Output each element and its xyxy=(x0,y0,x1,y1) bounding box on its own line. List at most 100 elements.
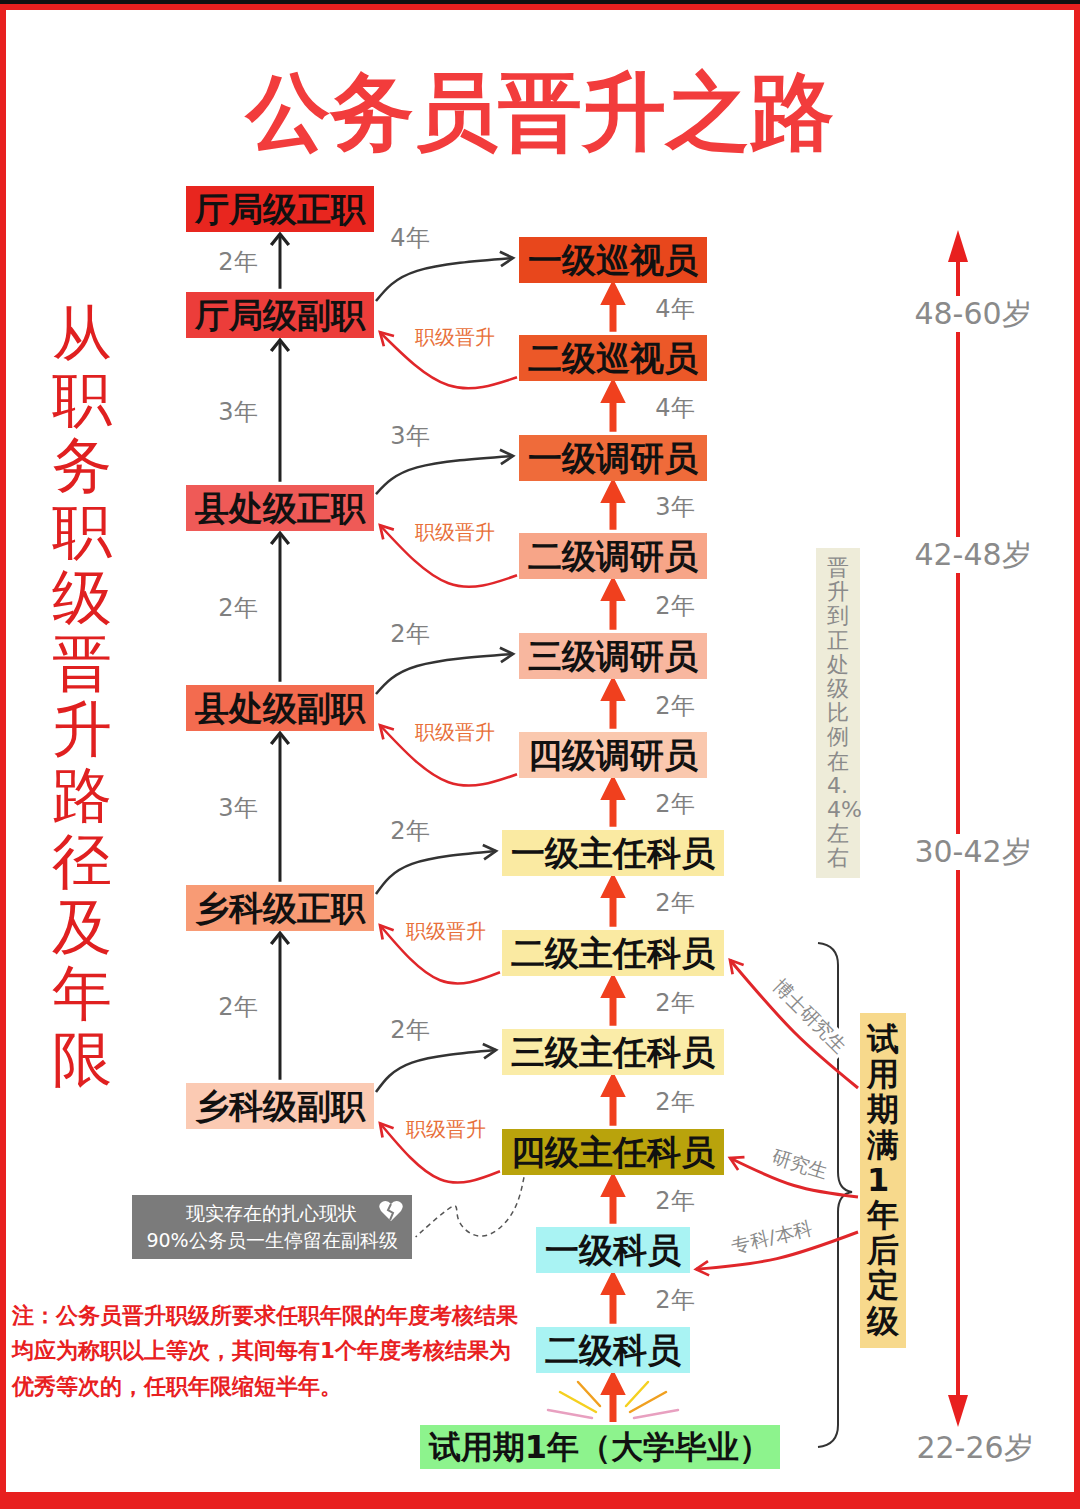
connector-gray xyxy=(376,1050,496,1092)
callout-box: 现实存在的扎心现状90%公务员一生停留在副科级 xyxy=(132,1195,411,1258)
rank-box: 四级主任科员 xyxy=(502,1129,724,1176)
years-label: 2年 xyxy=(655,1187,694,1216)
rank-box: 二级科员 xyxy=(536,1327,690,1374)
box-text: 二级巡视员 xyxy=(528,337,698,380)
promotion-label: 职级晋升 xyxy=(413,325,497,349)
connector-vr xyxy=(610,683,617,729)
years-label: 4年 xyxy=(390,224,429,253)
promotion-label: 职级晋升 xyxy=(404,919,488,943)
years-label: 2年 xyxy=(655,1088,694,1117)
years-label: 2年 xyxy=(655,1286,694,1315)
rank-box: 一级巡视员 xyxy=(519,237,707,284)
connector-vr xyxy=(610,485,617,530)
box-text: 一级科员 xyxy=(545,1229,681,1272)
box-text: 厅局级副职 xyxy=(195,294,365,337)
years-label: 2年 xyxy=(218,594,257,623)
connector-vl xyxy=(279,735,282,882)
box-text: 县处级副职 xyxy=(195,687,365,730)
axis-head xyxy=(948,1395,968,1427)
box-text: 一级调研员 xyxy=(528,437,698,480)
axis-head xyxy=(948,230,968,262)
rank-box: 三级调研员 xyxy=(519,633,707,680)
box-text: 现实存在的扎心现状 xyxy=(146,1200,397,1227)
post-box: 乡科级正职 xyxy=(186,885,374,932)
promotion-label: 职级晋升 xyxy=(413,520,497,544)
promotion-label: 职级晋升 xyxy=(404,1117,488,1141)
years-label: 2年 xyxy=(655,988,694,1017)
post-box: 乡科级副职 xyxy=(186,1083,374,1130)
connector-vl xyxy=(279,236,282,289)
connector-vr xyxy=(610,1079,617,1126)
years-label: 2年 xyxy=(655,592,694,621)
rank-box: 一级科员 xyxy=(536,1227,690,1274)
years-label: 4年 xyxy=(655,295,694,324)
box-text: 乡科级正职 xyxy=(195,887,365,930)
box-text: 试用期1年（大学毕业） xyxy=(429,1427,771,1467)
years-label: 2年 xyxy=(655,691,694,720)
sparkle-ray xyxy=(634,1410,678,1418)
box-text: 县处级正职 xyxy=(195,487,365,530)
years-label: 2年 xyxy=(218,993,257,1022)
connector-vl xyxy=(279,342,282,482)
connector-gray xyxy=(376,851,496,894)
box-text: 三级调研员 xyxy=(528,635,698,678)
broken-heart-icon xyxy=(378,1199,404,1223)
connector-vr xyxy=(610,1377,617,1422)
connector-vr xyxy=(610,583,617,630)
title: 公务员晋升之路 xyxy=(0,70,1080,154)
years-label: 2年 xyxy=(390,1016,429,1045)
connector-gray xyxy=(376,258,513,301)
years-label: 4年 xyxy=(655,394,694,423)
post-box: 县处级正职 xyxy=(186,485,374,532)
bottom-bar xyxy=(0,1492,1080,1509)
connector-bracket xyxy=(730,960,858,1088)
footnote: 注：公务员晋升职级所要求任职年限的年度考核结果均应为称职以上等次，其间每有1个年… xyxy=(12,1298,527,1404)
box-text: 90%公务员一生停留在副科级 xyxy=(146,1227,397,1254)
box-text: 试用期满1年后定级 xyxy=(867,1022,899,1339)
rank-box: 二级调研员 xyxy=(519,533,707,580)
age-axis xyxy=(956,252,960,1405)
sparkle-ray xyxy=(578,1382,600,1406)
box-text: 一级巡视员 xyxy=(528,239,698,282)
box-text: 三级主任科员 xyxy=(511,1031,715,1074)
connector-gray xyxy=(376,456,513,494)
age-range: 48-60岁 xyxy=(910,296,1035,332)
post-box: 厅局级副职 xyxy=(186,292,374,339)
years-label: 2年 xyxy=(655,790,694,819)
connector-dash xyxy=(416,1177,524,1237)
heart-crack xyxy=(388,1204,393,1220)
box-text: 二级主任科员 xyxy=(511,932,715,975)
connector-vr xyxy=(610,1179,617,1224)
connector-vr xyxy=(610,1277,617,1324)
age-range: 42-48岁 xyxy=(910,537,1035,573)
box-text: 乡科级副职 xyxy=(195,1085,365,1128)
start-box: 试用期1年（大学毕业） xyxy=(420,1425,780,1469)
years-label: 2年 xyxy=(655,889,694,918)
page-frame xyxy=(3,7,1077,1497)
sparkle-ray xyxy=(626,1382,648,1406)
connector-vr xyxy=(610,980,617,1026)
box-text: 四级主任科员 xyxy=(511,1131,715,1174)
rank-box: 一级调研员 xyxy=(519,435,707,482)
connector-vl xyxy=(279,535,282,682)
connector-vl xyxy=(279,935,282,1080)
connector-vr xyxy=(610,287,617,332)
rank-box: 二级主任科员 xyxy=(502,930,724,977)
age-range: 30-42岁 xyxy=(910,834,1035,870)
promotion-label: 职级晋升 xyxy=(413,720,497,744)
connector-gray xyxy=(376,654,513,694)
rank-box: 三级主任科员 xyxy=(502,1029,724,1076)
years-label: 3年 xyxy=(218,794,257,823)
post-box: 县处级副职 xyxy=(186,685,374,732)
years-label: 2年 xyxy=(390,817,429,846)
box-text: 四级调研员 xyxy=(528,734,698,777)
rank-box: 二级巡视员 xyxy=(519,335,707,382)
ratio-note: 晋升到正处级比例在4.4%左右 xyxy=(816,548,860,878)
years-label: 2年 xyxy=(218,248,257,277)
box-text: 一级主任科员 xyxy=(511,832,715,875)
years-label: 2年 xyxy=(390,620,429,649)
probation-box: 试用期满1年后定级 xyxy=(860,1013,906,1348)
connector-vr xyxy=(610,782,617,827)
box-text: 二级科员 xyxy=(545,1329,681,1372)
